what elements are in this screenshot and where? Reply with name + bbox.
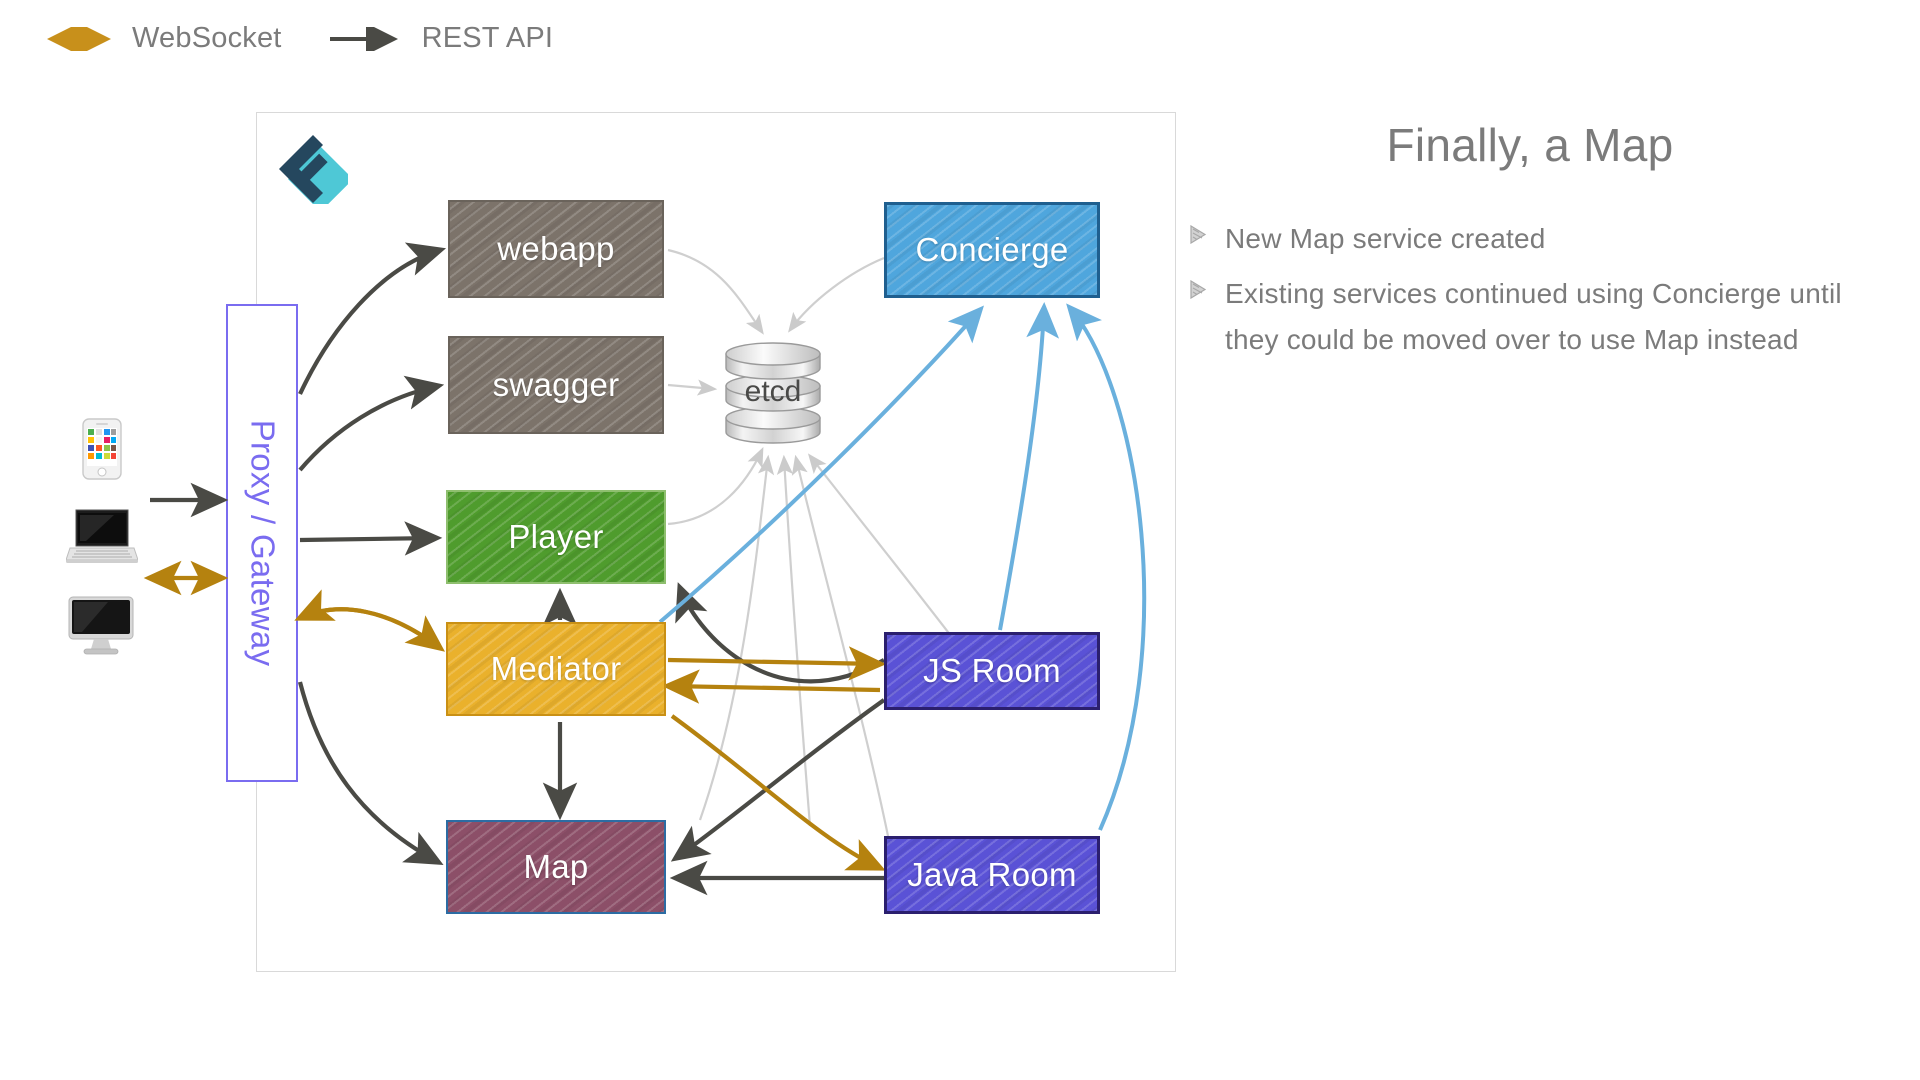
bullet-list: New Map service created Existing service… — [1190, 216, 1870, 362]
node-label-webapp: webapp — [497, 230, 615, 267]
node-player[interactable]: Player — [446, 490, 666, 584]
node-label-player: Player — [508, 518, 604, 555]
proxy-gateway-box[interactable]: Proxy / Gateway — [226, 304, 298, 782]
laptop-icon — [66, 508, 138, 564]
list-item: New Map service created — [1190, 216, 1870, 261]
node-label-java-room: Java Room — [907, 856, 1077, 893]
node-label-mediator: Mediator — [490, 650, 622, 687]
node-label-map: Map — [523, 848, 589, 885]
node-label-js-room: JS Room — [923, 652, 1061, 689]
node-mediator[interactable]: Mediator — [446, 622, 666, 716]
node-concierge[interactable]: Concierge — [884, 202, 1100, 298]
node-label-swagger: swagger — [492, 366, 620, 403]
page-title: Finally, a Map — [1386, 119, 1674, 171]
legend-label-rest: REST API — [421, 22, 554, 54]
double-arrow-icon — [47, 26, 111, 51]
etcd-datastore[interactable]: etcd — [722, 340, 824, 444]
legend-item-websocket: WebSocket — [40, 22, 282, 55]
triangle-bullet-icon — [1190, 280, 1207, 304]
database-icon — [725, 342, 821, 444]
phone-icon — [80, 418, 124, 480]
node-map[interactable]: Map — [446, 820, 666, 914]
gameon-logo — [262, 126, 354, 212]
node-swagger[interactable]: swagger — [448, 336, 664, 434]
legend-item-rest: REST API — [328, 22, 554, 55]
node-js-room[interactable]: JS Room — [884, 632, 1100, 710]
list-item-text: New Map service created — [1225, 223, 1546, 254]
legend-label-websocket: WebSocket — [132, 22, 282, 54]
triangle-bullet-icon — [1190, 224, 1207, 249]
list-item: Existing services continued using Concie… — [1190, 271, 1870, 362]
legend: WebSocket REST API — [40, 22, 553, 55]
node-webapp[interactable]: webapp — [448, 200, 664, 298]
etcd-label: etcd — [744, 375, 802, 408]
arrow-icon — [329, 26, 398, 51]
node-label-concierge: Concierge — [915, 231, 1069, 268]
desktop-icon — [68, 596, 134, 656]
list-item-text: Existing services continued using Concie… — [1225, 278, 1842, 355]
node-java-room[interactable]: Java Room — [884, 836, 1100, 914]
text-panel: Finally, a Map New Map service created — [1190, 118, 1870, 372]
proxy-gateway-label: Proxy / Gateway — [244, 419, 281, 667]
